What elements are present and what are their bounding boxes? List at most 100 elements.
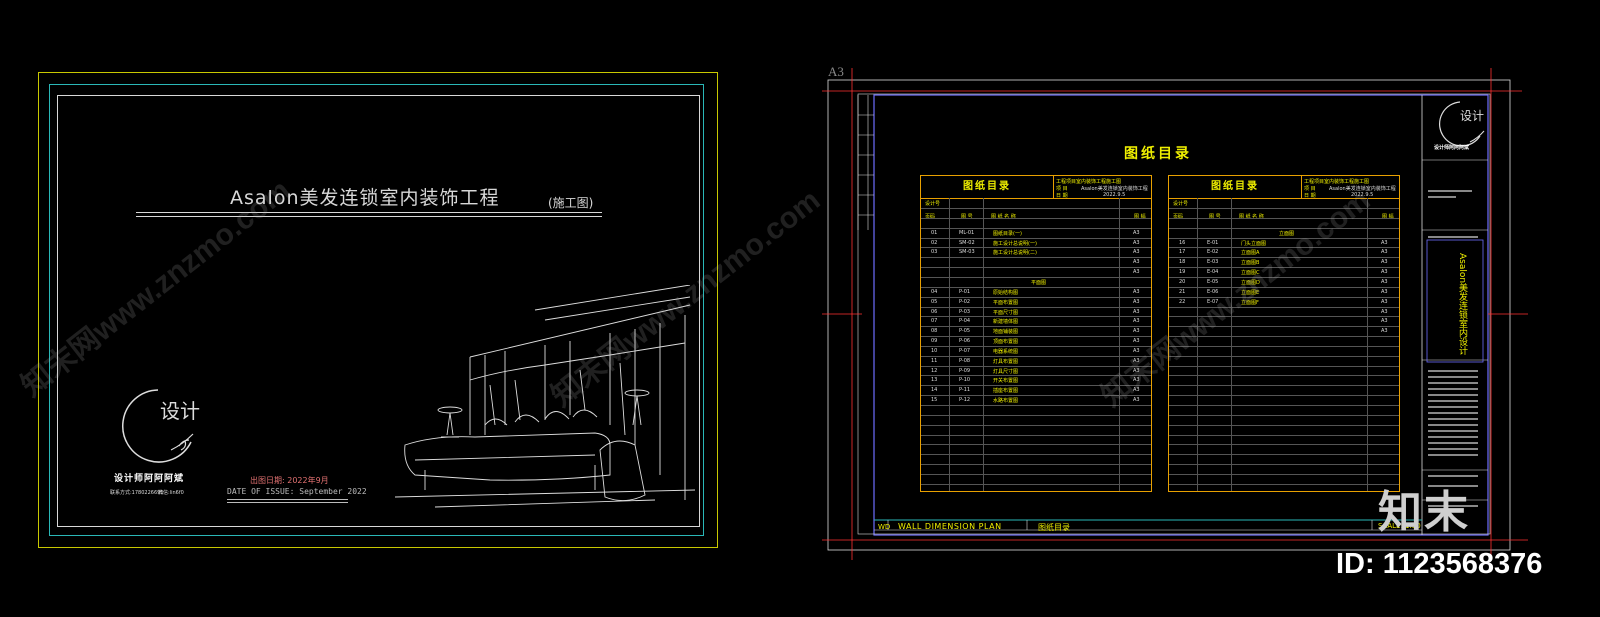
grid-line [1169,296,1399,298]
issue-underline [227,499,348,500]
grid-line [1231,198,1232,491]
cell-size: A3 [1133,308,1140,315]
grid-line [1169,306,1399,308]
cell-name: 图纸目录(一) [993,230,1022,237]
cover-subtitle: (施工图) [548,196,594,210]
grid-line [1169,375,1399,377]
table-title: 图纸目录 [921,176,1054,198]
cell-code: P-10 [959,377,971,384]
cell-size: A3 [1133,357,1140,364]
grid-line [921,286,1151,288]
vertical-project-title: Asalon美发连锁室内设计 [1457,253,1467,356]
grid-line [1169,286,1399,288]
title-underline [136,216,602,217]
cell-size: A3 [1381,239,1388,246]
cell-size: A3 [1381,318,1388,325]
cell-code: P-03 [959,308,971,315]
grid-line [921,296,1151,298]
grid-line [921,217,1151,219]
grid-line [983,198,984,491]
column-header: 图 纸 名 称 [991,213,1016,220]
cell-page: 04 [931,288,938,295]
logo-char: 设计 [1460,109,1484,123]
grid-line [1197,198,1198,491]
grid-line [921,267,1151,269]
cell-size: A3 [1381,308,1388,315]
cell-size: A3 [1381,288,1388,295]
cell-code: ML-01 [959,229,975,236]
cell-code: E-01 [1207,239,1219,246]
grid-line [921,483,1151,485]
grid-line [921,355,1151,357]
cell-page: 11 [931,357,938,364]
grid-line [1169,454,1399,456]
cell-size: A3 [1133,338,1140,345]
cell-name: 立面图C [1241,270,1260,277]
cell-page: 09 [931,338,938,345]
header-item-label: 项 目 [1304,186,1316,192]
cell-name: 施工设计总说明(二) [993,250,1037,257]
cell-name: 立面图A [1241,250,1260,257]
grid-line [921,395,1151,397]
cell-page: 15 [931,397,938,404]
footer-scale: SCALE: 1:50 [1378,522,1421,530]
cell-size: A3 [1133,377,1140,384]
cell-code: E-02 [1207,249,1219,256]
cell-size: A3 [1133,298,1140,305]
cell-size: A3 [1381,298,1388,305]
cell-code: P-06 [959,338,971,345]
logo-contact: 联系方式:1780226691 [110,490,164,496]
column-header: 页码 [1173,213,1183,220]
cell-size: A3 [1133,347,1140,354]
cell-size: A3 [1133,328,1140,335]
watermark-id: ID: 1123568376 [1336,548,1543,580]
cell-size: A3 [1381,269,1388,276]
header-date-label: 日 期 [1304,193,1316,199]
cell-code: SM-02 [959,239,975,246]
cell-code: E-05 [1207,278,1219,285]
grid-line [1169,267,1399,269]
cell-page: 14 [931,387,938,394]
cell-name: 立面图D [1241,279,1260,286]
grid-line [921,405,1151,406]
cell-name: 水路布置图 [993,398,1019,405]
header-date-value: 2022.9.5 [1351,192,1374,198]
logo-name: 设计师阿阿阿斌 [1434,145,1470,151]
header-project-label: 工程项目 [1056,179,1077,185]
header-date-value: 2022.9.5 [1103,192,1126,198]
cell-code: P-08 [959,357,971,364]
grid-line [1169,227,1399,229]
cell-code: P-04 [959,318,971,325]
grid-line [921,365,1151,367]
table-title: 图纸目录 [1169,176,1302,198]
cell-name: 插座布置图 [993,388,1019,395]
drawing-sheet-frame [822,68,1528,560]
designer-logo-icon: 设计 [1439,101,1485,147]
cell-code: P-05 [959,328,971,335]
header-design-no: 设计号 [925,201,941,207]
grid-line [921,336,1151,338]
column-header: 图 纸 名 称 [1239,213,1264,220]
grid-line [1169,326,1399,328]
cell-name: 灯具布置图 [993,358,1019,365]
cell-name: 立面图B [1241,260,1260,267]
grid-line [921,247,1151,249]
column-header: 页码 [925,213,935,220]
cell-size: A3 [1381,328,1388,335]
footer-code: WD [878,523,891,531]
cell-page: 02 [931,239,938,246]
cell-name: 立面图F [1241,299,1259,306]
grid-line [1169,473,1399,475]
cell-name: 施工设计总说明(一) [993,240,1037,247]
grid-line [921,414,1151,416]
cell-code: E-06 [1207,288,1219,295]
cell-page: 10 [931,347,938,354]
grid-line [921,444,1151,446]
cover-frame-outer [38,72,718,548]
grid-line [1169,345,1399,347]
grid-line [1169,365,1399,367]
grid-line [921,385,1151,387]
issue-underline [227,502,348,503]
